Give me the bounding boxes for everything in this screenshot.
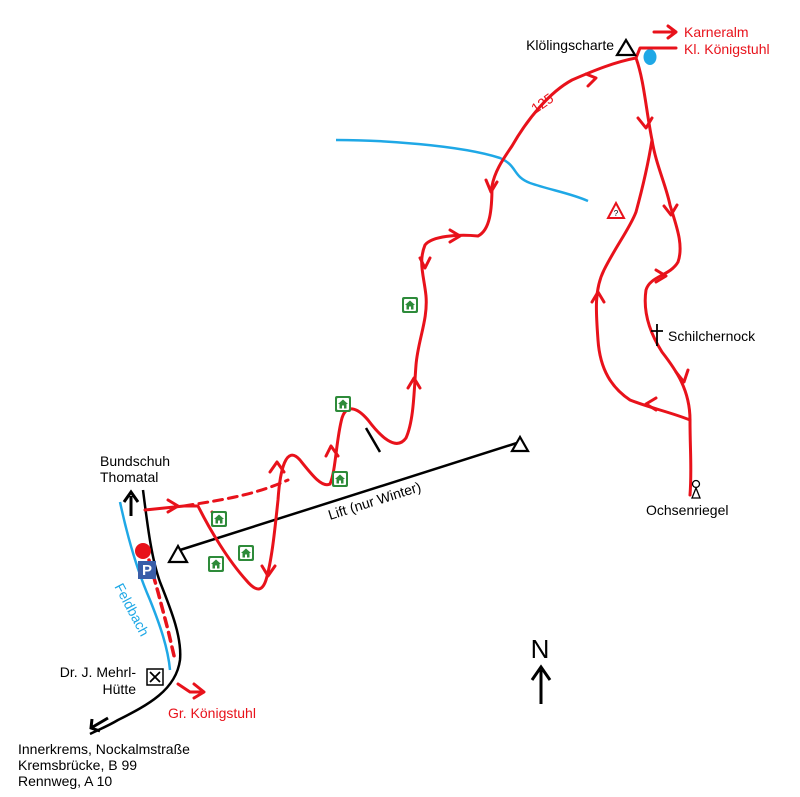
crossed-cutlery-icon — [146, 668, 164, 686]
arrow-mark — [654, 268, 668, 284]
destination-arrow-gr-koenigstuhl — [192, 682, 206, 700]
start-point-marker — [135, 543, 151, 559]
route-125-west — [143, 56, 638, 591]
arrow-mark — [406, 376, 422, 390]
mountain-hut-icon — [208, 556, 224, 572]
triangle-summit-icon — [615, 37, 637, 57]
arrow-mark — [260, 564, 277, 578]
arrow-mark — [636, 116, 654, 130]
lake-icon — [643, 49, 657, 65]
main-road — [89, 489, 182, 736]
side-path — [364, 427, 382, 453]
label-kl-koenigstuhl: Kl. Königstuhl — [684, 41, 770, 57]
north-arrow-icon: N — [531, 634, 552, 704]
label-thomatal: Thomatal — [100, 469, 158, 485]
arrow-mark — [644, 396, 658, 412]
arrow-mark — [268, 460, 286, 474]
water-features — [118, 49, 657, 671]
mountain-hut-icon — [211, 511, 227, 527]
compass-letter: N — [531, 634, 550, 664]
arrow-mark — [674, 368, 690, 384]
mountain-hut-icon — [332, 471, 348, 487]
triangle-summit-icon — [167, 543, 189, 564]
arrow-mark — [166, 498, 180, 514]
roads — [89, 427, 521, 736]
route-schilchernock-loop — [594, 138, 692, 422]
feldbach-stream — [118, 501, 172, 671]
arrow-mark — [448, 228, 462, 244]
label-karneralm: Karneralm — [684, 24, 749, 40]
label-mehrl-huette-1: Dr. J. Mehrl- — [60, 664, 137, 680]
label-kloelingscharte: Klölingscharte — [526, 37, 614, 53]
label-bundschuh: Bundschuh — [100, 453, 170, 469]
arrow-mark — [418, 256, 432, 270]
label-road-south-1: Innerkrems, Nockalmstraße — [18, 741, 190, 757]
label-schilchernock: Schilchernock — [668, 328, 756, 344]
route-direction-arrows — [166, 24, 690, 700]
mountain-hut-icon — [402, 297, 418, 313]
stream-north — [335, 138, 589, 203]
label-mehrl-huette-2: Hütte — [103, 681, 137, 697]
label-ochsenriegel: Ochsenriegel — [646, 502, 729, 518]
arrow-mark — [590, 290, 606, 304]
mountain-hut-icon — [335, 396, 351, 412]
parking-letter: P — [142, 562, 152, 579]
destination-arrow-karneralm — [652, 24, 678, 40]
arrow-mark — [324, 444, 340, 458]
route-to-karneralm — [634, 46, 678, 60]
triangle-summit-icon — [510, 434, 530, 453]
svg-text:?: ? — [614, 209, 619, 218]
summits — [167, 37, 637, 564]
arrow-mark — [484, 178, 499, 194]
route-dashed-link — [182, 478, 290, 508]
arrow-mark — [662, 203, 679, 217]
warning-triangle-icon: ? — [606, 200, 626, 219]
summit-cross-icon — [651, 324, 663, 346]
ochsenriegel-marker — [691, 479, 701, 499]
mountain-hut-icon — [238, 545, 254, 561]
hiking-routes — [143, 46, 693, 694]
road-arrow-southwest — [89, 716, 109, 733]
route-gr-koenigstuhl — [176, 682, 202, 694]
lift-line — [179, 440, 521, 552]
parking-icon: P — [138, 561, 156, 579]
label-gr-koenigstuhl: Gr. Königstuhl — [168, 705, 256, 721]
arrow-mark — [584, 72, 598, 88]
label-road-south-3: Rennweg, A 10 — [18, 773, 112, 789]
label-road-south-2: Kremsbrücke, B 99 — [18, 757, 137, 773]
road-arrow-north — [122, 489, 140, 516]
